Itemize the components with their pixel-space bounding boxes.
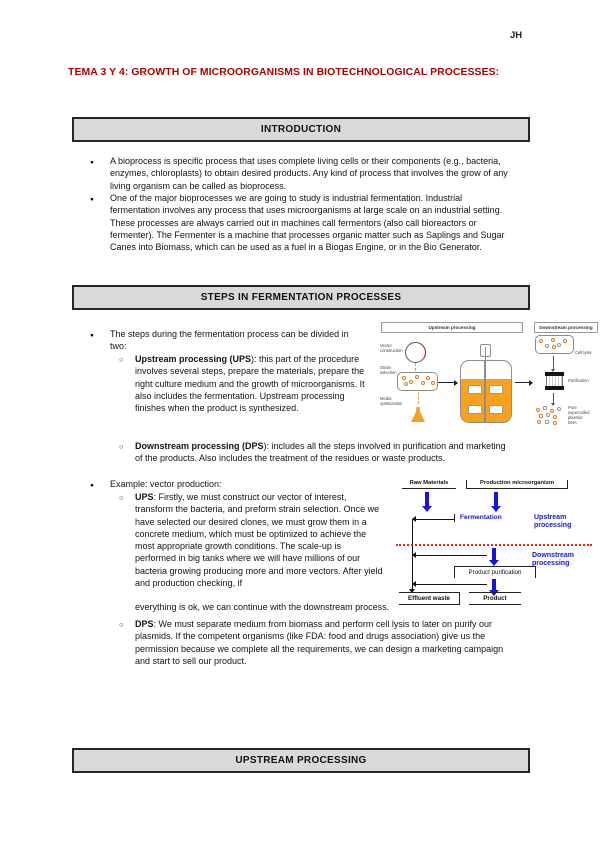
plasmid-dot bbox=[545, 420, 549, 424]
downstream-processing-label: Downstream processing bbox=[532, 552, 575, 568]
ups-definition-lead: Upstream processing (UPS bbox=[135, 354, 252, 364]
stirrer-paddle bbox=[468, 405, 482, 414]
example-dps-text: : We must separate medium from biomass a… bbox=[135, 619, 504, 666]
stirrer-rod bbox=[484, 361, 486, 422]
arrow-purifier-to-plasmid bbox=[551, 393, 556, 406]
colony-dot bbox=[421, 381, 425, 385]
colony-dot bbox=[404, 382, 408, 386]
product-box: Product bbox=[469, 592, 521, 605]
cell-dot bbox=[539, 339, 543, 343]
example-ups-text: : Firstly, we must construct our vector … bbox=[135, 492, 383, 589]
steps-bullet-text: The steps during the fermentation proces… bbox=[110, 329, 349, 352]
raw-materials-label: Raw Materials bbox=[402, 480, 456, 489]
plasmid-dot bbox=[539, 414, 543, 418]
production-microorganism-label: Production microorganism bbox=[466, 480, 568, 489]
dps-definition-lead: Downstream processing (DPS bbox=[135, 441, 264, 451]
fermentation-label: Fermentation bbox=[454, 514, 502, 522]
colony-dot bbox=[409, 380, 413, 384]
ups-dps-divider bbox=[396, 544, 592, 546]
section-header-introduction: INTRODUCTION bbox=[72, 117, 530, 142]
stirrer-paddle bbox=[489, 405, 503, 414]
dps-definition-text: ): includes all the steps involved in pu… bbox=[135, 441, 506, 464]
example-ups-continuation: everything is ok, we can continue with t… bbox=[135, 602, 390, 612]
fermenter-shaft bbox=[484, 347, 486, 361]
plasmid-dot bbox=[550, 409, 554, 413]
colony-dot bbox=[431, 381, 435, 385]
d1-label-purification: Purification bbox=[568, 378, 589, 383]
dashed-connector bbox=[418, 392, 419, 404]
plasmid-dot bbox=[546, 413, 550, 417]
fermenter-tank-icon bbox=[460, 360, 512, 423]
example-bullet: Example: vector production: bbox=[88, 478, 410, 492]
stirrer-paddle bbox=[468, 385, 482, 394]
plasmid-dot bbox=[553, 415, 557, 419]
steps-bullet: The steps during the fermentation proces… bbox=[88, 328, 350, 353]
petri-dish-icon bbox=[397, 372, 438, 391]
harvested-cells-icon bbox=[535, 335, 574, 354]
dps-definition: Downstream processing (DPS): includes al… bbox=[118, 440, 507, 465]
d1-label-media: Media optimization bbox=[380, 396, 403, 406]
stirrer-paddle bbox=[489, 385, 503, 394]
plasmid-dot bbox=[553, 421, 557, 425]
example-dps-lead: DPS bbox=[135, 619, 154, 629]
purification-column-icon bbox=[545, 372, 564, 390]
intro-bullet-1: A bioprocess is specific process that us… bbox=[88, 155, 512, 192]
cell-dot bbox=[557, 343, 561, 347]
d1-label-vector: Vector construction bbox=[380, 343, 403, 353]
fermentation-flowchart: Raw Materials Production microorganism F… bbox=[392, 478, 598, 608]
d1-label-cell-lysis: Cell lysis bbox=[575, 350, 592, 355]
intro-bullet-1-text: A bioprocess is specific process that us… bbox=[110, 156, 508, 191]
plasmid-dot bbox=[537, 420, 541, 424]
blue-arrow-microorganism bbox=[491, 492, 501, 512]
intro-bullet-2: One of the major bioprocesses we are goi… bbox=[88, 192, 512, 253]
plasmid-dot bbox=[543, 406, 547, 410]
plasmid-dot bbox=[536, 408, 540, 412]
cell-dot bbox=[563, 339, 567, 343]
author-initials: JH bbox=[510, 30, 523, 41]
colony-dot bbox=[415, 375, 419, 379]
d1-downstream-header: Downstream processing bbox=[534, 322, 598, 333]
arrow-fermenter-to-downstream bbox=[515, 379, 533, 386]
cell-dot bbox=[551, 338, 555, 342]
plasmid-insert-icon bbox=[403, 340, 428, 365]
blue-arrow-to-product bbox=[489, 579, 499, 596]
arrow-to-waste-3 bbox=[412, 581, 487, 588]
flask-icon bbox=[411, 407, 425, 422]
arrow-cells-to-purifier bbox=[551, 356, 556, 372]
cell-dot bbox=[545, 344, 549, 348]
example-ups-lead: UPS bbox=[135, 492, 154, 502]
intro-bullet-2-text: One of the major bioprocesses we are goi… bbox=[110, 193, 505, 253]
d1-label-plasmid-dna: Pure supercoiled plasmid DNA bbox=[568, 405, 590, 425]
ups-definition-text: ): this part of the procedure involves s… bbox=[135, 354, 365, 414]
effluent-waste-box: Effluent waste bbox=[399, 592, 460, 605]
blue-arrow-raw-materials bbox=[422, 492, 432, 512]
blue-arrow-to-purification bbox=[489, 548, 499, 566]
plasmid-dna-cluster-icon bbox=[536, 406, 564, 425]
example-dps: DPS: We must separate medium from biomas… bbox=[118, 618, 511, 667]
arrow-to-waste-2 bbox=[412, 552, 487, 559]
example-bullet-text: Example: vector production: bbox=[110, 479, 222, 489]
dashed-connector bbox=[415, 363, 416, 371]
plasmid-production-diagram: Upstream processing Downstream processin… bbox=[378, 320, 598, 438]
page-title: TEMA 3 Y 4: GROWTH OF MICROORGANISMS IN … bbox=[68, 67, 500, 78]
section-header-steps: STEPS IN FERMENTATION PROCESSES bbox=[72, 285, 530, 310]
ups-definition: Upstream processing (UPS): this part of … bbox=[118, 353, 371, 414]
d1-label-strain: Strain selection bbox=[380, 365, 397, 375]
example-ups: UPS: Firstly, we must construct our vect… bbox=[118, 491, 383, 589]
cell-dot bbox=[552, 345, 556, 349]
colony-dot bbox=[426, 376, 430, 380]
plasmid-circle-icon bbox=[405, 342, 426, 363]
colony-dot bbox=[402, 376, 406, 380]
arrow-dish-to-fermenter bbox=[438, 379, 458, 386]
plasmid-dot bbox=[557, 407, 561, 411]
arrow-fermentation-to-waste bbox=[412, 516, 454, 523]
d1-upstream-header: Upstream processing bbox=[381, 322, 523, 333]
upstream-processing-label: Upstream processing bbox=[534, 514, 572, 530]
section-header-upstream: UPSTREAM PROCESSING bbox=[72, 748, 530, 773]
product-purification-box: Product purification bbox=[454, 566, 536, 578]
